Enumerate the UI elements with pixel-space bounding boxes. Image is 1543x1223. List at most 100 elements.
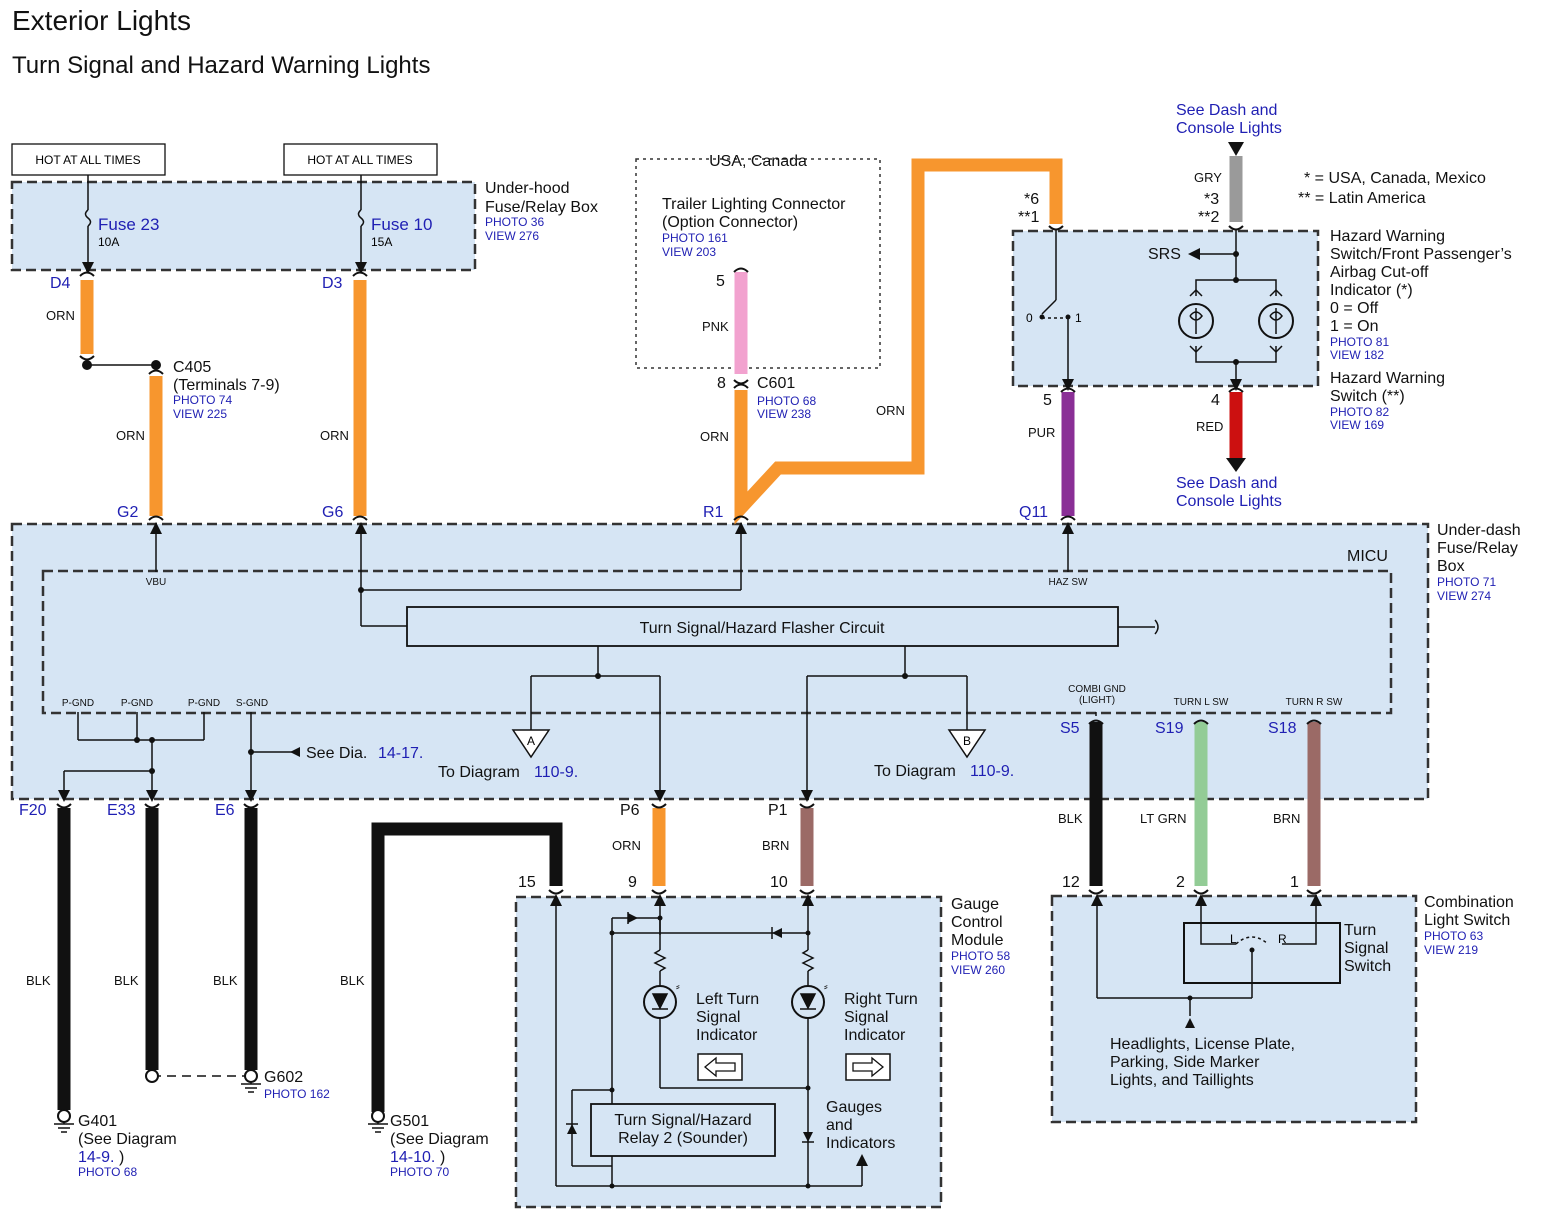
pin-d3: D3 [322,275,343,292]
splice-dot [82,360,92,370]
c601-photo: PHOTO 68 [757,394,816,408]
flasher-circuit-box [406,606,1119,647]
diode-icon [628,913,638,923]
ground-icon [244,1069,258,1083]
micu-label: MICU [1347,548,1388,565]
connector-mark [243,803,259,809]
wire-label-brn: BRN [762,838,789,853]
trailer-photo: PHOTO 161 [662,231,728,245]
connector-mark [1306,889,1322,895]
g401-link[interactable]: 14-9. [78,1149,114,1166]
relay-label-1: Turn Signal/Hazard [614,1112,751,1129]
connector-mark [1060,387,1076,393]
haz-sw-label: HAZ SW [1049,577,1088,588]
pgnd-label-1: P-GND [62,698,94,709]
underhood-view: VIEW 276 [485,229,539,243]
hazard-photo-a: PHOTO 81 [1330,335,1389,349]
connector-mark [733,383,749,389]
c601-name: C601 [757,375,795,392]
turn-r-sw-label: TURN R SW [1286,697,1343,708]
hazard-switch-box [1011,229,1320,388]
indicator-bulb-icon [1178,303,1214,339]
pgnd-label-3: P-GND [188,698,220,709]
wire-label-red: RED [1196,419,1223,434]
hazard-name-5: 0 = Off [1330,300,1379,317]
hot-label-2: HOT AT ALL TIMES [307,153,412,167]
right-indicator-3: Indicator [844,1027,906,1044]
wire-label-orn: ORN [320,428,349,443]
turn-signal-switch-box [1183,922,1341,984]
g602-name: G602 [264,1069,303,1086]
pin-s5: S5 [1060,720,1080,737]
connector-mark [1228,225,1244,231]
wire-label-gry: GRY [1194,170,1222,185]
connector-mark [1228,387,1244,393]
turn-l-sw-label: TURN L SW [1174,697,1229,708]
sounder-relay-box [590,1103,776,1157]
c405-terminals: (Terminals 7-9) [173,377,280,394]
underdash-name-3: Box [1437,558,1465,575]
hot-label-box-2 [283,143,438,176]
connector-mark [1048,225,1064,231]
gauges-label-3: Indicators [826,1135,895,1152]
combo-note-3: Lights, and Taillights [1110,1072,1254,1089]
tri-a-label: A [527,734,535,748]
left-indicator-lamp-icon [643,985,677,1019]
g501-photo: PHOTO 70 [390,1165,449,1179]
link-dash-top-2[interactable]: Console Lights [1176,120,1282,137]
g401-photo: PHOTO 68 [78,1165,137,1179]
connector-mark [1088,889,1104,895]
wire-label-orn: ORN [46,308,75,323]
wire-label-blk: BLK [340,973,365,988]
pin-r1: R1 [703,504,724,521]
trailer-pin-5: 5 [716,273,725,290]
right-indicator-2: Signal [844,1009,888,1026]
link-dash-bottom-2[interactable]: Console Lights [1176,493,1282,510]
connector-mark [56,803,72,809]
c601-pin-8: 8 [717,375,726,392]
trailer-name-2: (Option Connector) [662,214,798,231]
connector-mark [1193,719,1209,725]
to-diagram-b-link[interactable]: 110-9. [970,763,1014,780]
combo-name-2: Light Switch [1424,912,1510,929]
arrow-left-icon [290,747,300,757]
page-subtitle: Turn Signal and Hazard Warning Lights [12,52,430,79]
ground-icon [57,1109,71,1123]
connector-mark [733,515,749,521]
hazard-pin-star3: *3 [1204,191,1219,208]
hazard-pin-5: 5 [1043,392,1052,409]
link-dash-bottom-1[interactable]: See Dash and [1176,475,1277,492]
g501-link[interactable]: 14-10. [390,1149,435,1166]
combo-note-2: Parking, Side Marker [1110,1054,1260,1071]
switch-pos-l: L [1230,932,1237,946]
hazard-view-a: VIEW 182 [1330,348,1384,362]
to-diagram-a-link[interactable]: 110-9. [534,764,578,781]
arrow-up-icon [1185,1018,1195,1028]
legend-2: ** = Latin America [1298,190,1426,207]
connector-mark [799,803,815,809]
hot-label-1: HOT AT ALL TIMES [35,153,140,167]
combo-view: VIEW 219 [1424,943,1478,957]
gauge-view: VIEW 260 [951,963,1005,977]
wire-orn-r1 [734,158,1063,525]
g501-name: G501 [390,1113,429,1130]
wire-label-orn: ORN [876,403,905,418]
wire-label-brn: BRN [1273,811,1300,826]
see-dia-link[interactable]: 14-17. [378,745,423,762]
wire-label-pnk: PNK [702,319,729,334]
left-indicator-1: Left Turn [696,991,759,1008]
legend-1: * = USA, Canada, Mexico [1304,170,1486,187]
fuse-23-label: Fuse 23 [98,215,159,234]
relay-label-2: Relay 2 (Sounder) [618,1130,748,1147]
combo-pin-1: 1 [1290,874,1299,891]
gauges-label-2: and [826,1117,853,1134]
link-dash-top-1[interactable]: See Dash and [1176,102,1277,119]
connector-mark [1193,889,1209,895]
wire-label-ltgrn: LT GRN [1140,811,1186,826]
sgnd-label: S-GND [236,698,268,709]
g401-see: (See Diagram [78,1131,177,1148]
splice-dot [145,1069,159,1083]
connector-mark [1060,515,1076,521]
turn-switch-label-1: Turn [1344,922,1376,939]
